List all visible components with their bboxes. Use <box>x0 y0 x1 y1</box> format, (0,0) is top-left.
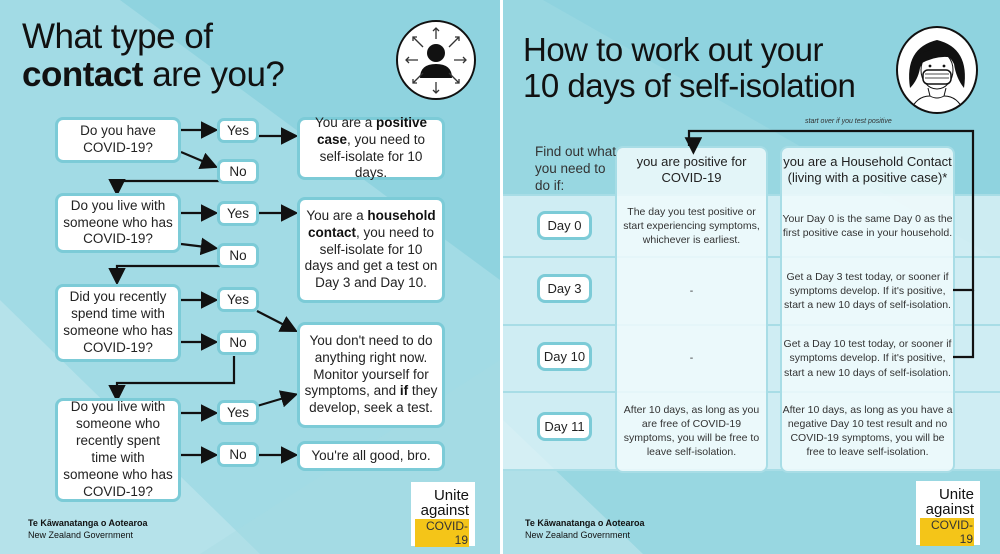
q3-no-label: No <box>217 330 259 355</box>
woman-wearing-mask-icon <box>896 26 978 114</box>
outcome-all-good: You're all good, bro. <box>297 441 445 471</box>
start-over-note: start over if you test positive <box>805 118 892 125</box>
question-live-with-contact: Do you live with someone who recently sp… <box>55 398 181 502</box>
contact-type-flowchart-panel: What type of contact are you? <box>0 0 500 554</box>
q3-yes-label: Yes <box>217 287 259 312</box>
isolation-title: How to work out your 10 days of self-iso… <box>523 31 856 104</box>
question-live-with-positive: Do you live with someone who has COVID-1… <box>55 193 181 253</box>
outcome-monitor-symptoms: You don't need to do anything right now.… <box>297 322 445 428</box>
cell-day10-positive: - <box>689 352 694 365</box>
q1-no-label: No <box>217 159 259 184</box>
q2-no-label: No <box>217 243 259 268</box>
flowchart-title: What type of contact are you? <box>22 17 285 94</box>
cell-day11-household: After 10 days, as long as you have a neg… <box>782 403 953 459</box>
q4-yes-label: Yes <box>217 400 259 425</box>
q2-yes-label: Yes <box>217 201 259 226</box>
cell-day0-household: Your Day 0 is the same Day 0 as the firs… <box>782 212 953 239</box>
nz-government-logo: Te Kāwanatanga o Aotearoa New Zealand Go… <box>525 518 645 541</box>
outcome-household-contact: You are a household contact, you need to… <box>297 197 445 303</box>
self-isolation-days-panel: How to work out your 10 days of self-iso… <box>503 0 1000 554</box>
header-positive: you are positive for COVID-19 <box>636 154 747 185</box>
cell-day11-positive: After 10 days, as long as you are free o… <box>623 403 760 459</box>
unite-against-covid-logo: Unite against COVID-19 <box>411 482 475 547</box>
day-11-label: Day 11 <box>537 412 592 441</box>
q1-yes-label: Yes <box>217 118 259 143</box>
header-household: you are a Household Contact (living with… <box>783 154 952 185</box>
outcome-positive-case: You are a positive case, you need to sel… <box>297 115 445 180</box>
day-10-label: Day 10 <box>537 342 592 371</box>
cell-day3-household: Get a Day 3 test today, or sooner if sym… <box>784 270 951 312</box>
nz-government-logo: Te Kāwanatanga o Aotearoa New Zealand Go… <box>28 518 148 541</box>
day-3-label: Day 3 <box>537 274 592 303</box>
cell-day0-positive: The day you test positive or start exper… <box>623 205 760 247</box>
unite-against-covid-logo: Unite against COVID-19 <box>916 481 980 546</box>
q4-no-label: No <box>217 442 259 467</box>
question-spent-time-with-positive: Did you recently spend time with someone… <box>55 284 181 362</box>
person-radiating-arrows-icon <box>396 20 476 100</box>
question-have-covid: Do you have COVID-19? <box>55 117 181 163</box>
find-out-label: Find out what you need to do if: <box>535 144 617 193</box>
day-0-label: Day 0 <box>537 211 592 240</box>
cell-day10-household: Get a Day 10 test today, or sooner if sy… <box>783 338 952 379</box>
cell-day3-positive: - <box>689 284 694 297</box>
